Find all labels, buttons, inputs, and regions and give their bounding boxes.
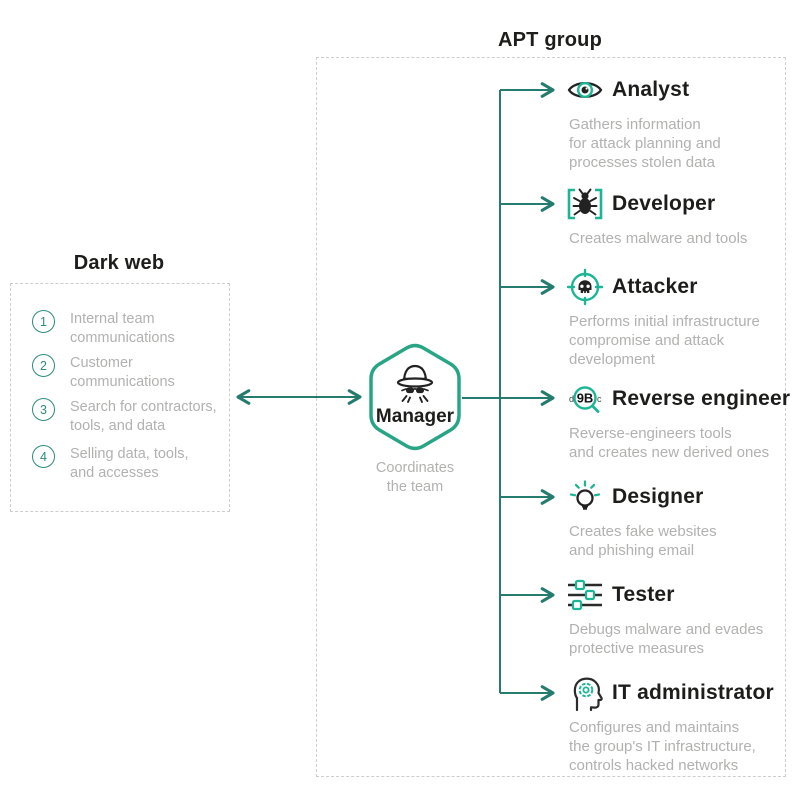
bug-brackets-icon (565, 184, 605, 224)
role-name: Reverse engineer (612, 387, 791, 410)
role-name: Developer (612, 192, 716, 215)
svg-text:9B: 9B (577, 391, 594, 406)
item-number-badge: 4 (32, 445, 55, 468)
item-number-badge: 1 (32, 310, 55, 333)
role-name: IT administrator (612, 681, 774, 704)
head-gear-icon (565, 673, 605, 713)
spy-icon (396, 364, 434, 403)
role-desc: Reverse-engineers tools and creates new … (569, 425, 770, 461)
role-reverse-engineer: d c 9B Reverse engineer Reverse-engineer… (565, 379, 800, 509)
svg-text:d: d (569, 394, 574, 404)
item-number-badge: 2 (32, 354, 55, 377)
role-designer: Designer Creates fake websites and phish… (565, 477, 800, 607)
role-desc: Performs initial infrastructure compromi… (569, 313, 760, 368)
role-desc: Debugs malware and evades protective mea… (569, 621, 764, 657)
role-name: Designer (612, 485, 704, 508)
apt-group-title: APT group (497, 29, 602, 51)
hex-magnifier-icon: d c 9B (565, 379, 605, 419)
item-text: Customer communications (70, 355, 175, 390)
role-tester: Tester Debugs malware and evades protect… (565, 575, 800, 705)
role-name: Tester (612, 583, 675, 606)
manager-label: Manager (375, 406, 455, 427)
role-developer: Developer Creates malware and tools (565, 184, 800, 314)
dark-web-box (10, 283, 230, 512)
role-name: Analyst (612, 78, 690, 101)
lightbulb-icon (565, 477, 605, 517)
role-desc: Creates malware and tools (569, 230, 748, 247)
item-text: Selling data, tools, and accesses (70, 446, 189, 481)
hexagon-border (369, 343, 461, 451)
eye-icon (565, 70, 605, 110)
item-number-badge: 3 (32, 398, 55, 421)
apt-group-box (316, 57, 786, 777)
manager-node (369, 343, 461, 451)
manager-caption: Coordinates the team (375, 460, 455, 495)
dark-web-title: Dark web (73, 252, 165, 274)
role-it-administrator: IT administrator Configures and maintain… (565, 673, 800, 803)
role-desc: Creates fake websites and phishing email (569, 523, 717, 559)
role-name: Attacker (612, 275, 698, 298)
role-attacker: Attacker Performs initial infrastructure… (565, 267, 800, 397)
sliders-icon (565, 575, 605, 615)
role-analyst: Analyst Gathers information for attack p… (565, 70, 800, 200)
role-desc: Configures and maintains the group's IT … (569, 719, 756, 774)
svg-text:c: c (597, 394, 602, 404)
dark-web-item-1: 1 Internal team communications (32, 310, 175, 348)
dark-web-item-2: 2 Customer communications (32, 354, 175, 392)
role-desc: Gathers information for attack planning … (569, 116, 721, 171)
dark-web-item-3: 3 Search for contractors, tools, and dat… (32, 398, 217, 436)
dark-web-item-4: 4 Selling data, tools, and accesses (32, 445, 189, 483)
item-text: Search for contractors, tools, and data (70, 399, 217, 434)
item-text: Internal team communications (70, 311, 175, 346)
skull-crosshair-icon (565, 267, 605, 307)
